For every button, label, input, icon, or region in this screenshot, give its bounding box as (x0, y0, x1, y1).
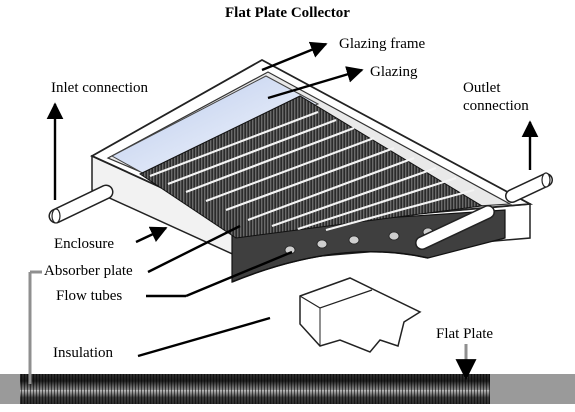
flat-plate-strip (0, 374, 575, 404)
inlet-pipe (48, 184, 114, 224)
label-inlet-connection: Inlet connection (51, 80, 149, 96)
absorber-plate (138, 95, 484, 239)
label-absorber-plate: Absorber plate (44, 263, 133, 279)
tube-ends (284, 227, 434, 255)
label-flow-tubes: Flow tubes (56, 288, 123, 304)
outlet-pipe (505, 172, 553, 203)
gray-markers (28, 270, 477, 384)
glazing-sheet (110, 75, 320, 177)
label-outlet-connection-line1: Outlet (463, 80, 501, 96)
label-enclosure: Enclosure (54, 236, 114, 252)
header-pipe (415, 205, 495, 250)
label-outlet-connection-line2: connection (463, 98, 529, 114)
flow-tubes (149, 110, 475, 232)
diagram-title: Flat Plate Collector (225, 5, 350, 21)
label-insulation: Insulation (53, 345, 113, 361)
label-glazing-frame: Glazing frame (339, 36, 426, 52)
frame-corner-profile (299, 277, 422, 353)
label-flat-plate: Flat Plate (436, 326, 494, 342)
label-glazing: Glazing (370, 64, 418, 80)
pointer-lines (46, 41, 539, 358)
